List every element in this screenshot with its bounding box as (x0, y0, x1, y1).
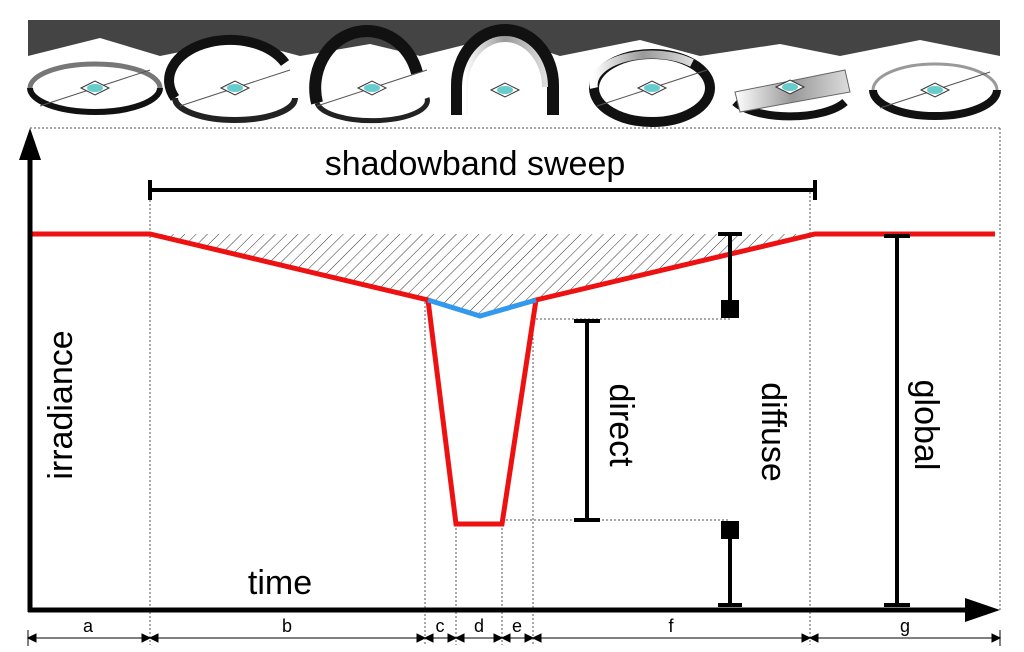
phase-label-b: b (282, 616, 292, 636)
phase-label-e: e (512, 616, 522, 636)
phase-intervals (26, 630, 1002, 646)
diffuse-bar (718, 232, 742, 607)
diagram-title: shadowband sweep (325, 145, 626, 183)
phase-label-g: g (900, 616, 910, 636)
x-axis-arrow (965, 598, 1000, 622)
direct-bar (574, 319, 600, 522)
x-axis-label: time (248, 564, 312, 602)
direct-label: direct (602, 383, 640, 467)
shadowband-position-5 (589, 49, 715, 127)
shadowband-position-7 (869, 62, 1001, 120)
phase-separators (149, 188, 811, 645)
y-axis-label: irradiance (42, 330, 80, 479)
phase-label-f: f (668, 616, 674, 636)
hatched-area (150, 234, 815, 316)
diffuse-marker-bottom (721, 521, 739, 539)
sweep-bracket (148, 180, 817, 200)
global-label: global (907, 380, 945, 471)
shadowband-position-2 (164, 34, 298, 123)
shadowband-position-4 (451, 24, 559, 115)
shaded-diffuse-trace (427, 297, 537, 319)
shadowband-position-6 (732, 69, 851, 121)
global-bar (884, 234, 910, 607)
shadowband-position-1 (27, 61, 163, 115)
shadowband-position-3 (309, 25, 430, 124)
diffuse-marker-top (721, 300, 739, 318)
phase-label-a: a (83, 616, 94, 636)
phase-label-d: d (474, 616, 484, 636)
phase-label-c: c (436, 616, 445, 636)
y-axis-arrow (19, 128, 41, 160)
diffuse-label: diffuse (754, 382, 792, 482)
irradiance-trace (30, 231, 995, 527)
